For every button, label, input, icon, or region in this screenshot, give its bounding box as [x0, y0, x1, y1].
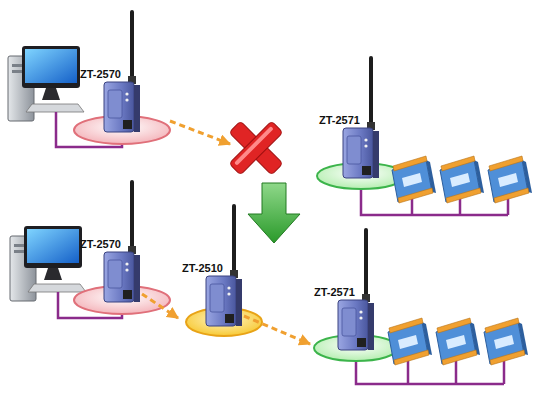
- device-label: ZT-2510: [182, 262, 223, 275]
- device-node: ZT-2570: [76, 60, 142, 146]
- device-node: ZT-2570: [76, 230, 142, 316]
- device-label: ZT-2571: [319, 114, 360, 127]
- device-label: ZT-2571: [314, 286, 355, 299]
- device-label: ZT-2570: [80, 68, 121, 81]
- device-node: ZT-2571: [315, 106, 381, 190]
- device-node: ZT-2571: [310, 278, 376, 364]
- device-label: ZT-2570: [80, 238, 121, 251]
- radio-link-arrow: [244, 316, 310, 344]
- device-node: ZT-2510: [178, 254, 244, 338]
- radio-link-arrow: [142, 294, 178, 318]
